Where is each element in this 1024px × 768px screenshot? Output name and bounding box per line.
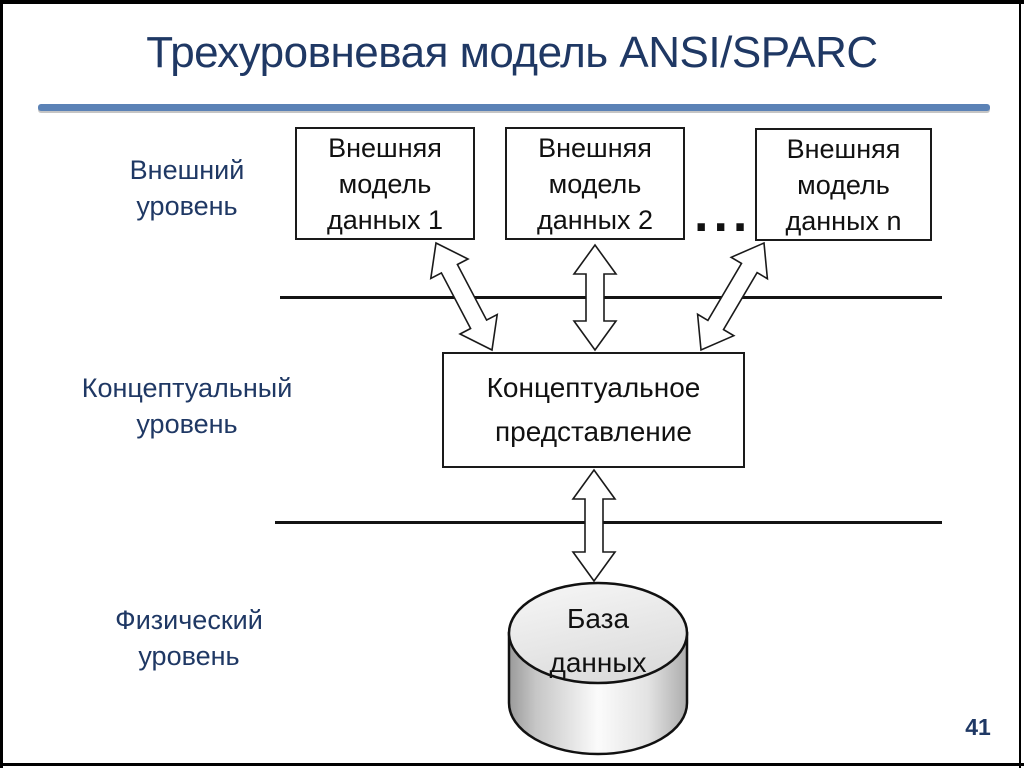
database-label: База данных xyxy=(549,603,647,678)
separator-line-conceptual-physical xyxy=(275,521,942,524)
conceptual-representation-box: Концептуальное представление xyxy=(442,352,745,468)
frame-border-bottom xyxy=(0,763,1024,766)
page-number: 41 xyxy=(965,714,991,740)
level-label-external: Внешний уровень xyxy=(129,155,245,221)
level-label-physical: Физический уровень xyxy=(115,605,263,671)
title-underline xyxy=(38,104,990,111)
level-label-conceptual: Концептуальный уровень xyxy=(81,373,293,439)
separator-line-external-conceptual xyxy=(280,296,942,299)
double-arrow-conceptual-physical xyxy=(571,468,617,583)
slide-title: Трехуровневая модель ANSI/SPARC xyxy=(146,28,878,77)
frame-border-top xyxy=(0,0,1024,4)
ellipsis-dots: ... xyxy=(694,185,753,243)
external-model-box-n: Внешняя модель данных n xyxy=(755,128,932,241)
external-model-box-1: Внешняя модель данных 1 xyxy=(295,127,475,240)
frame-border-right xyxy=(1019,0,1021,768)
frame-border-left xyxy=(0,0,3,768)
external-model-box-2: Внешняя модель данных 2 xyxy=(505,127,685,240)
